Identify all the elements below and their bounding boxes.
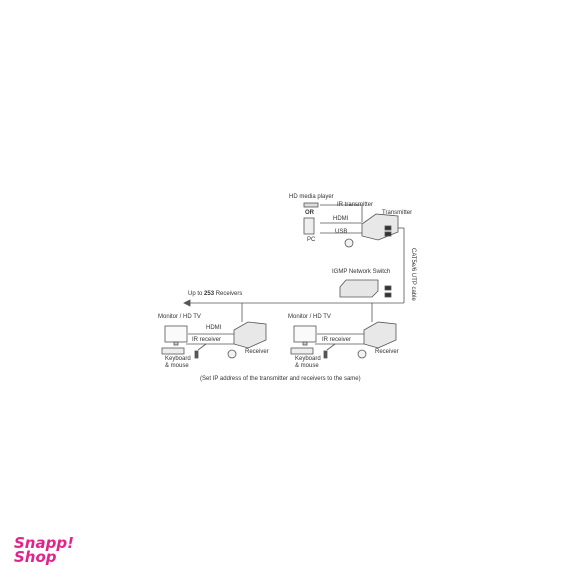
cable-label: CAT5e/6 UTP cable bbox=[410, 248, 416, 301]
rj45-connector bbox=[384, 225, 392, 231]
receiver-label: Receiver bbox=[375, 349, 399, 355]
hd-media-player-label: HD media player bbox=[289, 194, 334, 200]
receiver-device-icon bbox=[233, 321, 267, 349]
ir-sensor-icon bbox=[227, 349, 237, 359]
transmitter-label: Transmitter bbox=[382, 210, 413, 216]
monitor-label: Monitor / HD TV bbox=[288, 314, 331, 320]
usb-label: USB bbox=[335, 229, 348, 235]
ir-receiver-label: IR receiver bbox=[192, 337, 222, 343]
receiver-label: Receiver bbox=[245, 349, 269, 355]
receiver-device-icon bbox=[363, 321, 397, 349]
rj45-connector bbox=[384, 231, 392, 237]
keyboard-label: Keyboard bbox=[295, 356, 321, 362]
ip-note: (Set IP address of the transmitter and r… bbox=[200, 376, 361, 382]
monitor-icon bbox=[164, 325, 188, 343]
switch-label: IGMP Network Switch bbox=[332, 269, 391, 275]
hdmi-label: HDMI bbox=[333, 216, 349, 222]
arrow-left-icon bbox=[183, 299, 191, 307]
brand-logo: Snapp! Shop bbox=[14, 534, 74, 566]
keyboard-icon bbox=[290, 347, 314, 355]
receivers-count-label: Up to 253 Receivers bbox=[188, 291, 243, 297]
ir-transmitter-label: IR transmitter bbox=[337, 202, 374, 208]
network-switch-icon bbox=[339, 279, 379, 298]
remote-icon bbox=[194, 350, 199, 359]
keyboard-label-line2: & mouse bbox=[295, 363, 319, 369]
ir-sensor-icon bbox=[357, 349, 367, 359]
transmitter-device-icon bbox=[361, 213, 399, 241]
receivers-count: 253 bbox=[204, 291, 215, 297]
keyboard-label-line2: & mouse bbox=[165, 363, 189, 369]
keyboard-label: Keyboard bbox=[165, 356, 191, 362]
or-label: OR bbox=[305, 210, 314, 216]
ir-receiver-label: IR receiver bbox=[322, 337, 352, 343]
keyboard-icon bbox=[161, 347, 185, 355]
rj45-connector bbox=[384, 292, 392, 298]
hdmi-label: HDMI bbox=[206, 325, 222, 331]
monitor-icon bbox=[293, 325, 317, 343]
pc-icon bbox=[303, 217, 315, 235]
pc-label: PC bbox=[307, 237, 316, 243]
rj45-connector bbox=[384, 285, 392, 291]
media-player-icon bbox=[303, 202, 319, 208]
monitor-label: Monitor / HD TV bbox=[158, 314, 201, 320]
remote-icon bbox=[323, 350, 328, 359]
ir-sensor-icon bbox=[344, 238, 354, 248]
